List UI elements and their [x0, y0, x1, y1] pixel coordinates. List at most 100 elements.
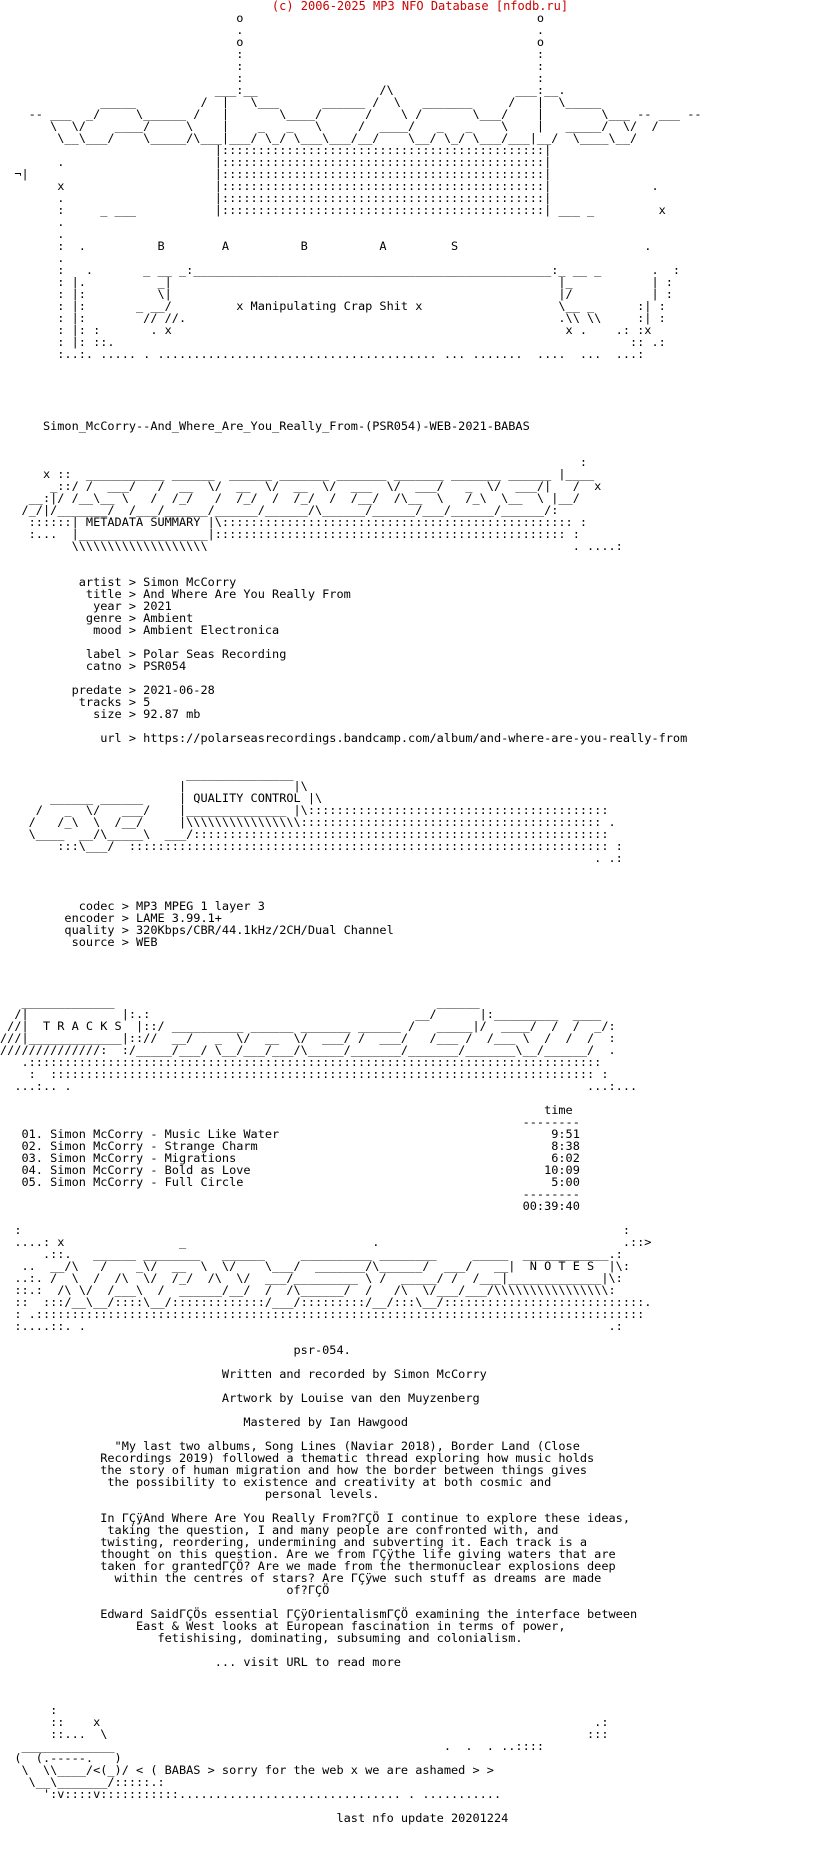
nfo-line: \ \\____/<(_)/ < ( BABAS > sorry for the…: [0, 1763, 494, 1777]
nfo-line: :....::. . .:: [0, 1319, 623, 1333]
nfo-line: : :: [0, 1223, 630, 1237]
nfo-line: [0, 744, 840, 756]
nfo-line: ':v::::v:::::::::::.....................…: [0, 1787, 502, 1801]
nfo-line: [0, 396, 840, 408]
nfo-line: :: [0, 455, 588, 469]
nfo-line: . |:::::::::::::::::::::::::::::::::::::…: [0, 191, 552, 205]
nfo-line: ... visit URL to read more: [0, 1655, 401, 1669]
nfo-line: : . _ __ _:_____________________________…: [0, 263, 681, 277]
nfo-line: source > WEB: [0, 935, 158, 949]
nfo-line: [0, 864, 840, 876]
nfo-line: size > 92.87 mb: [0, 707, 201, 721]
nfo-line: taken for grantedΓÇÖ? Are we made from t…: [0, 1559, 616, 1573]
nfo-line: Artwork by Louise van den Muyzenberg: [0, 1391, 480, 1405]
nfo-line: codec > MP3 MPEG 1 layer 3: [0, 899, 265, 913]
nfo-line: [0, 384, 840, 396]
nfo-line: ::::::| METADATA SUMMARY |\:::::::::::::…: [0, 515, 588, 529]
nfo-line: Simon_McCorry--And_Where_Are_You_Really_…: [0, 419, 530, 433]
nfo-line: year > 2021: [0, 599, 172, 613]
nfo-line: ¬| |::::::::::::::::::::::::::::::::::::…: [0, 167, 552, 181]
nfo-line: artist > Simon McCorry: [0, 575, 237, 589]
nfo-line: :: [0, 1703, 58, 1717]
nfo-line: -- ___ _/ \______ / | \____/ / \ / \___/…: [0, 107, 702, 121]
nfo-line: : |. _| |_ | :: [0, 275, 673, 289]
nfo-line: ::... \ :::: [0, 1727, 609, 1741]
nfo-line: :: :::/__\__/::::\__/:::::::::::::/___/:…: [0, 1295, 652, 1309]
nfo-line: mood > Ambient Electronica: [0, 623, 280, 637]
nfo-line: twisting, reordering, undermining and su…: [0, 1535, 588, 1549]
nfo-line: predate > 2021-06-28: [0, 683, 215, 697]
nfo-line: :..:. ..... . ..........................…: [0, 347, 645, 361]
nfo-line: . .:: [0, 851, 623, 865]
nfo-line: x |:::::::::::::::::::::::::::::::::::::…: [0, 179, 659, 193]
nfo-line: :: x .:: [0, 1715, 609, 1729]
nfo-line: taking the question, I and many people a…: [0, 1523, 559, 1537]
nfo-line: ///|_____________|::// __/ _ \/ __ \/ __…: [0, 1031, 616, 1045]
nfo-line: //| T R A C K S |::/ __________ ______ _…: [0, 1019, 616, 1033]
nfo-line: : :: [0, 59, 545, 73]
nfo-line: "My last two albums, Song Lines (Naviar …: [0, 1439, 580, 1453]
nfo-line: Written and recorded by Simon McCorry: [0, 1367, 487, 1381]
nfo-line: _____________ ______: [0, 995, 480, 1009]
nfo-line: __:|/ /__\__ \ / /_/ / /_/ / /_/ / /__/ …: [0, 491, 580, 505]
nfo-line: --------: [0, 1187, 580, 1201]
nfo-line: \__\___/ \_____/\___|___/ \_/ \___\___/_…: [0, 131, 638, 145]
nfo-line: [0, 372, 840, 384]
nfo-line: [0, 552, 840, 564]
nfo-line: .: [0, 251, 65, 265]
nfo-line: : :: [0, 47, 545, 61]
nfo-line: personal levels.: [0, 1487, 380, 1501]
nfo-line: _::/ / ___/ / __ \/ __ \/ __ \/ ___ \/ _…: [0, 479, 602, 493]
nfo-line: : |: ::. :: .:: [0, 335, 666, 349]
nfo-line: _____________ . . . ..::::: [0, 1739, 545, 1753]
nfo-line: --------: [0, 1115, 580, 1129]
nfo-line: time: [0, 1103, 573, 1117]
nfo-line: 04. Simon McCorry - Bold as Love 10:09: [0, 1163, 580, 1177]
nfo-line: : . B A B A S .: [0, 239, 652, 253]
nfo-line: quality > 320Kbps/CBR/44.1kHz/2CH/Dual C…: [0, 923, 394, 937]
nfo-line: tracks > 5: [0, 695, 151, 709]
nfo-line: title > And Where Are You Really From: [0, 587, 351, 601]
nfo-line: 01. Simon McCorry - Music Like Water 9:5…: [0, 1127, 580, 1141]
nfo-line: .::. ______ ________ ______ __________ _…: [0, 1247, 623, 1261]
nfo-line: url > https://polarseasrecordings.bandca…: [0, 731, 688, 745]
nfo-line: . |:::::::::::::::::::::::::::::::::::::…: [0, 155, 552, 169]
nfo-line: [0, 360, 840, 372]
nfo-line: within the centres of stars? Are ΓÇÿwe s…: [0, 1571, 602, 1585]
nfo-line: ___:__ /\ ___:__.: [0, 83, 566, 97]
nfo-line: last nfo update 20201224: [0, 1811, 509, 1825]
nfo-line: catno > PSR054: [0, 659, 187, 673]
nfo-line: ( (.-----. ): [0, 1751, 122, 1765]
nfo-line: label > Polar Seas Recording: [0, 647, 287, 661]
nfo-line: / /_\ \ /__/ |\\\\\\\\\\\\\\\\::::::::::…: [0, 815, 616, 829]
nfo-line: \\\\\\\\\\\\\\\\\\\ . ....:: [0, 539, 623, 553]
nfo-line: fetishising, dominating, subsuming and c…: [0, 1631, 523, 1645]
nfo-line: \__\_______/:::::.:: [0, 1775, 165, 1789]
nfo-line: / _ \/ ___/ |______________ |\::::::::::…: [0, 803, 609, 817]
nfo-line: [0, 1692, 840, 1704]
nfo-line: : .:::::::::::::::::::::::::::::::::::::…: [0, 1307, 645, 1321]
nfo-line: 00:39:40: [0, 1199, 580, 1213]
nfo-line: psr-054.: [0, 1343, 351, 1357]
nfo-line: the story of human migration and how the…: [0, 1463, 588, 1477]
nfo-line: //////////////: :/_____/___/ \__/___/___…: [0, 1043, 616, 1057]
nfo-line: 05. Simon McCorry - Full Circle 5:00: [0, 1175, 580, 1189]
nfo-line: [0, 432, 840, 444]
nfo-line: East & West looks at European fascinatio…: [0, 1619, 566, 1633]
nfo-line: ..:. / \ / /\ \/ /_/ /\ \/ ___/_________…: [0, 1271, 623, 1285]
nfo-line: o o: [0, 11, 545, 25]
nfo-line: [0, 972, 840, 984]
nfo-line: .: [0, 215, 65, 229]
nfo-line: [0, 948, 840, 960]
nfo-line: the possibility to existence and creativ…: [0, 1475, 552, 1489]
nfo-line: :... |__________________|:::::::::::::::…: [0, 527, 580, 541]
nfo-line: ...:.. . ...:...: [0, 1079, 638, 1093]
nfo-line: genre > Ambient: [0, 611, 194, 625]
nfo-line: Recordings 2019) followed a thematic thr…: [0, 1451, 595, 1465]
nfo-line: : |: : . x x . .: :x: [0, 323, 652, 337]
nfo-line: [0, 1668, 840, 1680]
nfo-line: [0, 1680, 840, 1692]
nfo-line: |:::::::::::::::::::::::::::::::::::::::…: [0, 143, 552, 157]
nfo-line: \ \/ ____/ \ | _ _ \ / ____/ _ _ \ | ___…: [0, 119, 659, 133]
nfo-line: Mastered by Ian Hawgood: [0, 1415, 409, 1429]
